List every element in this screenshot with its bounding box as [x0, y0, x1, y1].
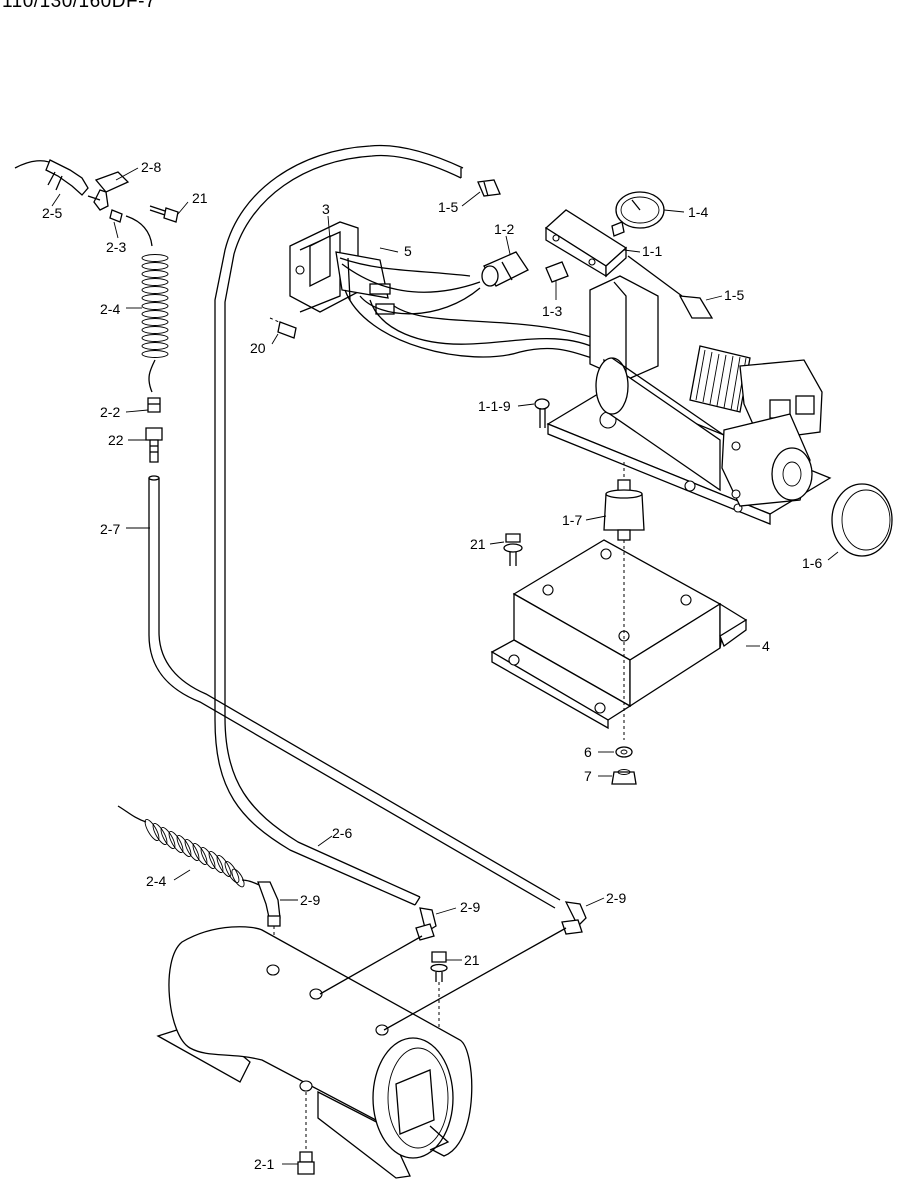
- label-21-top: 21: [192, 190, 208, 206]
- bolt-21-top: [149, 205, 179, 223]
- model-header: 110/130/160DF-7: [2, 0, 156, 12]
- label-6: 6: [584, 744, 592, 760]
- label-1-7: 1-7: [562, 512, 582, 528]
- label-2-1: 2-1: [254, 1156, 274, 1172]
- pressure-switch-1-2: [481, 251, 529, 287]
- label-2-8: 2-8: [141, 159, 161, 175]
- label-22: 22: [108, 432, 124, 448]
- label-21-bottom: 21: [464, 952, 480, 968]
- label-5: 5: [404, 243, 412, 259]
- mounting-bracket-4: [490, 539, 748, 740]
- label-2-9-right: 2-9: [606, 890, 626, 906]
- fitting-2-3: [109, 209, 123, 223]
- washer-6: [615, 746, 633, 758]
- label-7: 7: [584, 768, 592, 784]
- label-2-9-middle: 2-9: [460, 899, 480, 915]
- air-hose-2-7: [148, 475, 561, 909]
- label-2-4-bottom: 2-4: [146, 873, 166, 889]
- part-labels: 2-8 21 2-5 2-3 3 5 1-2 1-5 1-4 1-1 1-3 1…: [42, 159, 822, 1172]
- label-3: 3: [322, 201, 330, 217]
- label-2-7: 2-7: [100, 521, 120, 537]
- blow-gun-2-5: [14, 159, 89, 196]
- label-2-9-left: 2-9: [300, 892, 320, 908]
- coil-hose-2-4-top: [125, 215, 169, 393]
- fitting-1-5-right: [627, 255, 714, 319]
- fitting-22: [145, 427, 163, 463]
- screw-20: [269, 317, 297, 339]
- fitting-2-2: [147, 397, 161, 413]
- elbow-2-9-right: [561, 901, 587, 935]
- air-tank: [156, 926, 567, 1179]
- label-1-1: 1-1: [642, 243, 662, 259]
- label-1-2: 1-2: [494, 221, 514, 237]
- label-2-2: 2-2: [100, 404, 120, 420]
- label-1-6: 1-6: [802, 555, 822, 571]
- label-1-3: 1-3: [542, 303, 562, 319]
- coil-hose-2-4-bottom: [117, 805, 263, 888]
- pressure-gauge-1-4: [611, 191, 665, 237]
- screw-1-1-9: [534, 398, 550, 428]
- coupler-2-8: [87, 171, 130, 211]
- drain-plug-2-1: [297, 1092, 315, 1175]
- label-4: 4: [762, 638, 770, 654]
- label-20: 20: [250, 340, 266, 356]
- label-21-middle: 21: [470, 536, 486, 552]
- label-1-5-top: 1-5: [438, 199, 458, 215]
- switch-bracket-3: [289, 221, 395, 315]
- fitting-1-3: [545, 261, 569, 283]
- elbow-2-9-left: [257, 881, 281, 966]
- manifold-1-1: [544, 209, 628, 278]
- fitting-1-5-top: [477, 179, 501, 197]
- elbow-2-9-middle: [415, 907, 437, 941]
- air-hose-2-6: [214, 144, 464, 906]
- leader-lines: [51, 167, 839, 1165]
- air-filter-1-6: [831, 483, 893, 557]
- label-2-3: 2-3: [106, 239, 126, 255]
- label-1-4: 1-4: [688, 204, 708, 220]
- label-2-5: 2-5: [42, 205, 62, 221]
- label-2-6: 2-6: [332, 825, 352, 841]
- label-1-1-9: 1-1-9: [478, 398, 511, 414]
- label-1-5-right: 1-5: [724, 287, 744, 303]
- nut-7: [611, 769, 637, 785]
- wire-harness: [339, 257, 601, 361]
- isolator-mount-1-7: [603, 462, 645, 541]
- compressor-assembly: [546, 275, 832, 525]
- label-2-4-top: 2-4: [100, 301, 120, 317]
- bolt-21-middle: [503, 533, 523, 566]
